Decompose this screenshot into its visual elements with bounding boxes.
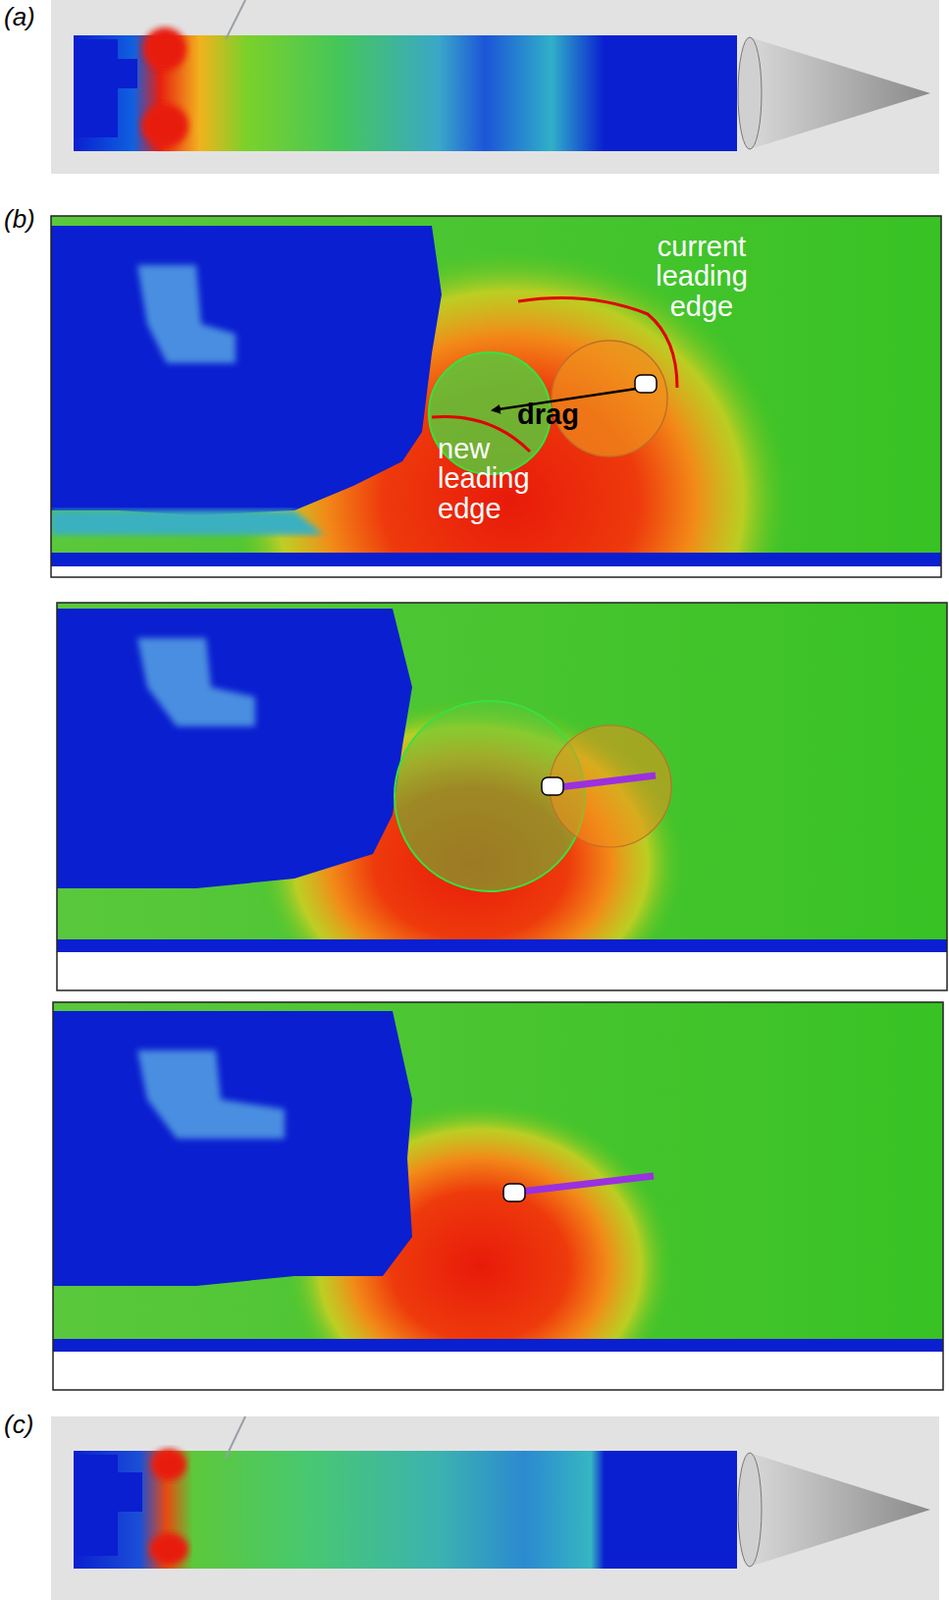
panel-letter: (a) <box>3 3 63 31</box>
annotation-label: new leading edge <box>437 433 566 524</box>
annotation-label: current leading edge <box>628 231 776 321</box>
panel-letter: (b) <box>3 206 63 233</box>
panel-letter: (c) <box>3 1411 63 1438</box>
arrow-label: drag <box>517 399 606 429</box>
